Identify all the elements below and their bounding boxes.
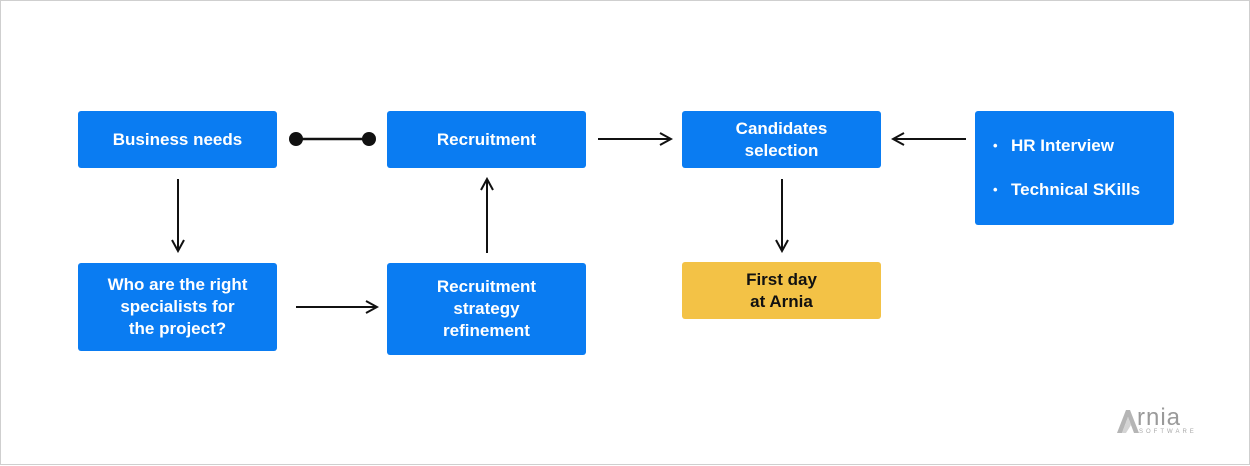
connector-business-recruitment <box>289 132 376 146</box>
node-selection-steps: Screening HR Interview Technical SKills … <box>975 92 1174 243</box>
selection-step: Screening <box>993 91 1140 113</box>
node-business-needs: Business needs <box>78 111 277 168</box>
node-recruitment: Recruitment <box>387 111 586 168</box>
node-candidates-selection: Candidates selection <box>682 111 881 168</box>
selection-steps-list: Screening HR Interview Technical SKills … <box>993 69 1140 267</box>
selection-step: HR Interview <box>993 135 1140 157</box>
node-right-specialists: Who are the right specialists for the pr… <box>78 263 277 351</box>
selection-step: Technical SKills <box>993 179 1140 201</box>
arnia-logo-subtitle: SOFTWARE <box>1139 429 1197 435</box>
arnia-logo-word: rnia <box>1137 404 1182 431</box>
node-strategy-refinement: Recruitment strategy refinement <box>387 263 586 355</box>
arnia-logo: rnia SOFTWARE <box>1115 405 1215 441</box>
arnia-logo-mark-icon <box>1117 410 1139 433</box>
selection-step: Team Culture fit <box>993 223 1140 245</box>
node-first-day: First day at Arnia <box>682 262 881 319</box>
